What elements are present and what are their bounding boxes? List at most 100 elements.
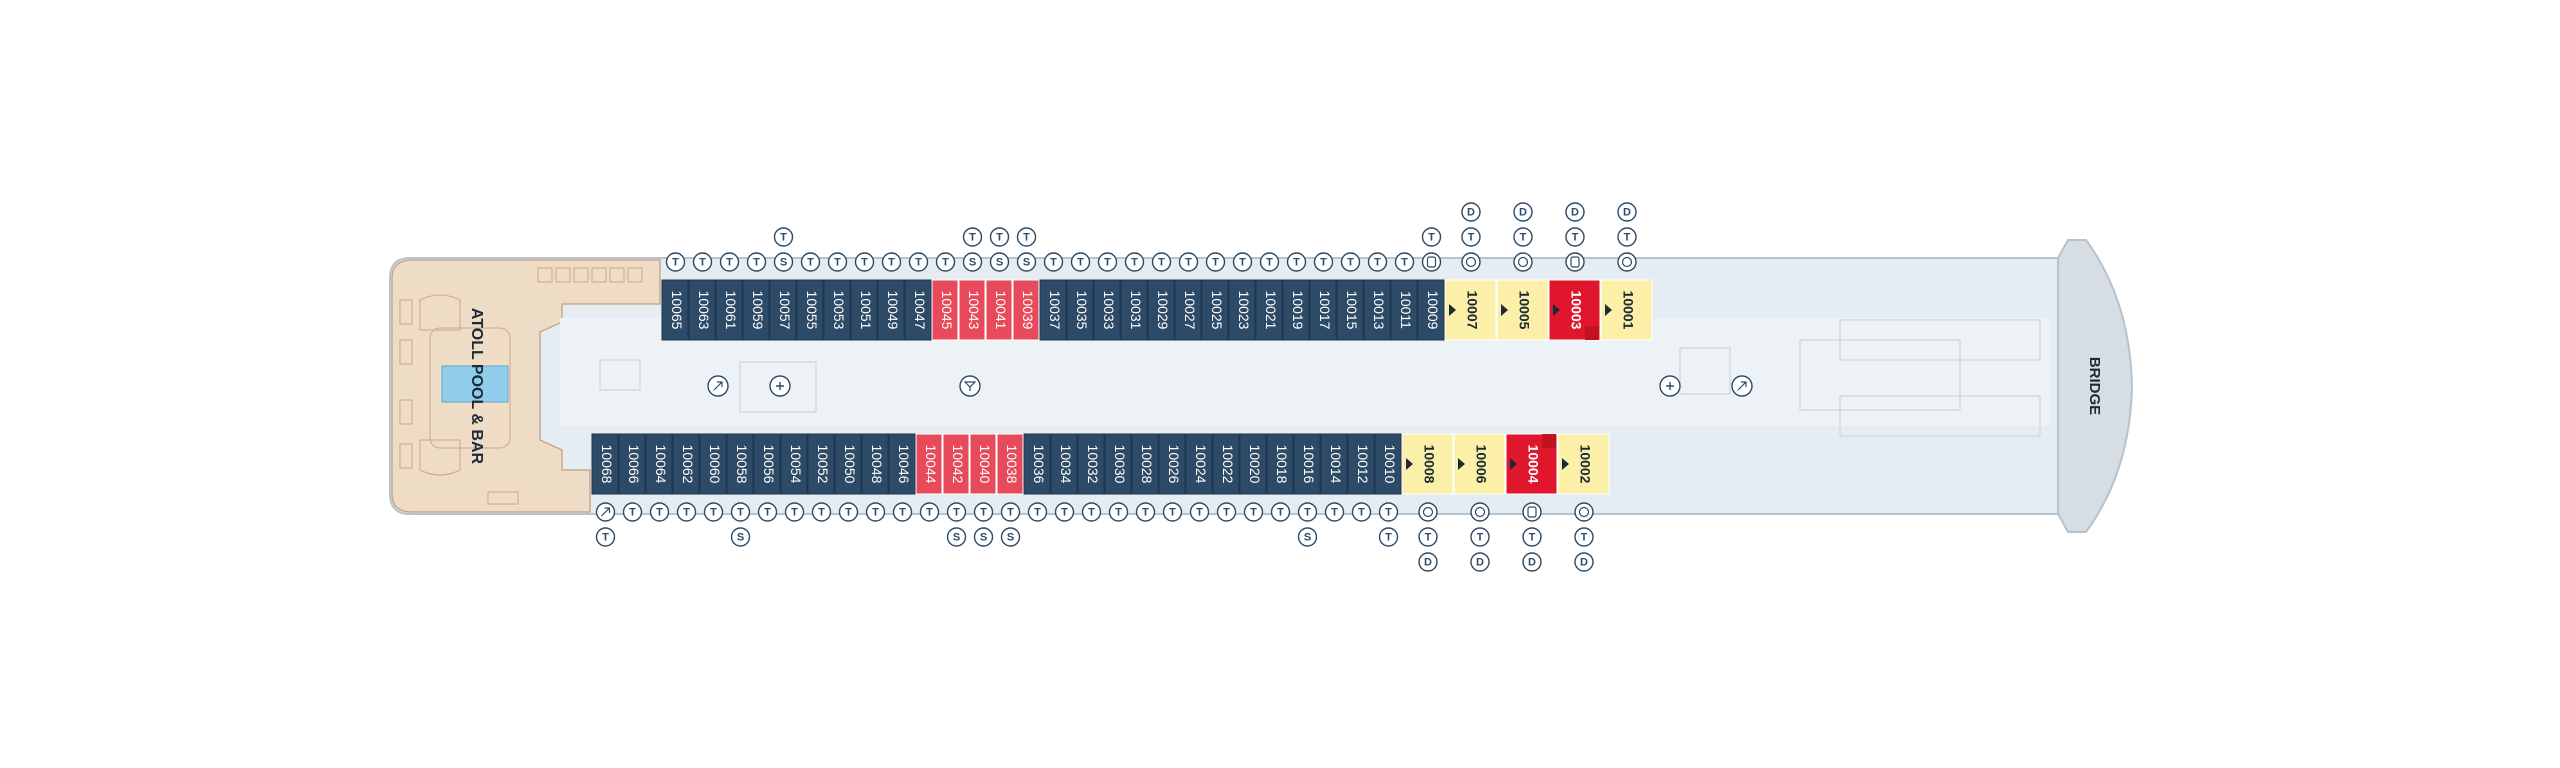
- cabin-10062-box[interactable]: [672, 433, 700, 495]
- cabin-10032-box[interactable]: [1077, 433, 1105, 495]
- cabin[interactable]: 10023: [1228, 279, 1256, 341]
- cabin[interactable]: 10024: [1185, 433, 1213, 495]
- cabin-10020-box[interactable]: [1239, 433, 1267, 495]
- cabin[interactable]: 10055: [796, 279, 824, 341]
- cabin[interactable]: 10027: [1174, 279, 1202, 341]
- cabin-10041-box[interactable]: [985, 279, 1013, 341]
- cabin-10026-box[interactable]: [1158, 433, 1186, 495]
- cabin[interactable]: 10060: [699, 433, 727, 495]
- cabin-10031-box[interactable]: [1120, 279, 1148, 341]
- cabin[interactable]: 10020: [1239, 433, 1267, 495]
- cabin-10063-box[interactable]: [688, 279, 716, 341]
- cabin[interactable]: 10008: [1401, 433, 1454, 495]
- cabin-10039-box[interactable]: [1012, 279, 1040, 341]
- cabin[interactable]: 10013: [1363, 279, 1391, 341]
- cabin[interactable]: 10035: [1066, 279, 1094, 341]
- cabin[interactable]: 10048: [861, 433, 889, 495]
- cabin-10042-box[interactable]: [942, 433, 970, 495]
- cabin-10059-box[interactable]: [742, 279, 770, 341]
- cabin[interactable]: 10062: [672, 433, 700, 495]
- cabin-10048-box[interactable]: [861, 433, 889, 495]
- cabin-10061-box[interactable]: [715, 279, 743, 341]
- cabin-10038-box[interactable]: [996, 433, 1024, 495]
- cabin[interactable]: 10011: [1390, 279, 1418, 341]
- cabin-10023-box[interactable]: [1228, 279, 1256, 341]
- cabin-10018-box[interactable]: [1266, 433, 1294, 495]
- cabin-10016-box[interactable]: [1293, 433, 1321, 495]
- cabin[interactable]: 10066: [618, 433, 646, 495]
- cabin[interactable]: 10047: [904, 279, 932, 341]
- cabin[interactable]: 10065: [661, 279, 689, 341]
- cabin[interactable]: 10030: [1104, 433, 1132, 495]
- cabin-10001-box[interactable]: [1600, 279, 1653, 341]
- cabin-10013-box[interactable]: [1363, 279, 1391, 341]
- cabin-10050-box[interactable]: [834, 433, 862, 495]
- cabin[interactable]: 10040: [969, 433, 997, 495]
- cabin-10037-box[interactable]: [1039, 279, 1067, 341]
- cabin-10055-box[interactable]: [796, 279, 824, 341]
- cabin[interactable]: 10014: [1320, 433, 1348, 495]
- cabin[interactable]: 10052: [807, 433, 835, 495]
- cabin-10058-box[interactable]: [726, 433, 754, 495]
- cabin[interactable]: 10063: [688, 279, 716, 341]
- cabin-10024-box[interactable]: [1185, 433, 1213, 495]
- cabin-10051-box[interactable]: [850, 279, 878, 341]
- cabin-10045-box[interactable]: [931, 279, 959, 341]
- cabin[interactable]: 10026: [1158, 433, 1186, 495]
- cabin-10054-box[interactable]: [780, 433, 808, 495]
- cabin-10047-box[interactable]: [904, 279, 932, 341]
- cabin[interactable]: 10017: [1309, 279, 1337, 341]
- cabin-10009-box[interactable]: [1417, 279, 1445, 341]
- cabin[interactable]: 10001: [1600, 279, 1653, 341]
- cabin-10027-box[interactable]: [1174, 279, 1202, 341]
- cabin-10053-box[interactable]: [823, 279, 851, 341]
- cabin-10034-box[interactable]: [1050, 433, 1078, 495]
- cabin[interactable]: 10018: [1266, 433, 1294, 495]
- cabin-10021-box[interactable]: [1255, 279, 1283, 341]
- cabin[interactable]: 10031: [1120, 279, 1148, 341]
- cabin-10065-box[interactable]: [661, 279, 689, 341]
- cabin[interactable]: 10050: [834, 433, 862, 495]
- cabin[interactable]: 10049: [877, 279, 905, 341]
- cabin[interactable]: 10056: [753, 433, 781, 495]
- cabin[interactable]: 10005: [1496, 279, 1549, 341]
- cabin-10044-box[interactable]: [915, 433, 943, 495]
- cabin[interactable]: 10046: [888, 433, 916, 495]
- cabin-10046-box[interactable]: [888, 433, 916, 495]
- cabin[interactable]: 10010: [1374, 433, 1402, 495]
- cabin[interactable]: 10059: [742, 279, 770, 341]
- cabin[interactable]: 10051: [850, 279, 878, 341]
- cabin-10012-box[interactable]: [1347, 433, 1375, 495]
- cabin-10019-box[interactable]: [1282, 279, 1310, 341]
- cabin[interactable]: 10054: [780, 433, 808, 495]
- cabin-10033-box[interactable]: [1093, 279, 1121, 341]
- cabin[interactable]: 10021: [1255, 279, 1283, 341]
- cabin[interactable]: 10009: [1417, 279, 1445, 341]
- cabin-10056-box[interactable]: [753, 433, 781, 495]
- cabin[interactable]: 10057: [769, 279, 797, 341]
- cabin-10049-box[interactable]: [877, 279, 905, 341]
- cabin-10014-box[interactable]: [1320, 433, 1348, 495]
- cabin[interactable]: 10033: [1093, 279, 1121, 341]
- cabin[interactable]: 10025: [1201, 279, 1229, 341]
- cabin-10030-box[interactable]: [1104, 433, 1132, 495]
- cabin[interactable]: 10016: [1293, 433, 1321, 495]
- cabin[interactable]: 10039: [1012, 279, 1040, 341]
- cabin[interactable]: 10012: [1347, 433, 1375, 495]
- cabin[interactable]: 10036: [1023, 433, 1051, 495]
- cabin[interactable]: 10034: [1050, 433, 1078, 495]
- cabin[interactable]: 10037: [1039, 279, 1067, 341]
- cabin-10017-box[interactable]: [1309, 279, 1337, 341]
- cabin[interactable]: 10028: [1131, 433, 1159, 495]
- cabin[interactable]: 10022: [1212, 433, 1240, 495]
- cabin-10029-box[interactable]: [1147, 279, 1175, 341]
- cabin-10043-box[interactable]: [958, 279, 986, 341]
- cabin[interactable]: 10038: [996, 433, 1024, 495]
- cabin-10066-box[interactable]: [618, 433, 646, 495]
- cabin[interactable]: 10041: [985, 279, 1013, 341]
- cabin[interactable]: 10002: [1557, 433, 1610, 495]
- cabin[interactable]: 10032: [1077, 433, 1105, 495]
- cabin-10035-box[interactable]: [1066, 279, 1094, 341]
- cabin-10022-box[interactable]: [1212, 433, 1240, 495]
- cabin[interactable]: 10068: [591, 433, 619, 495]
